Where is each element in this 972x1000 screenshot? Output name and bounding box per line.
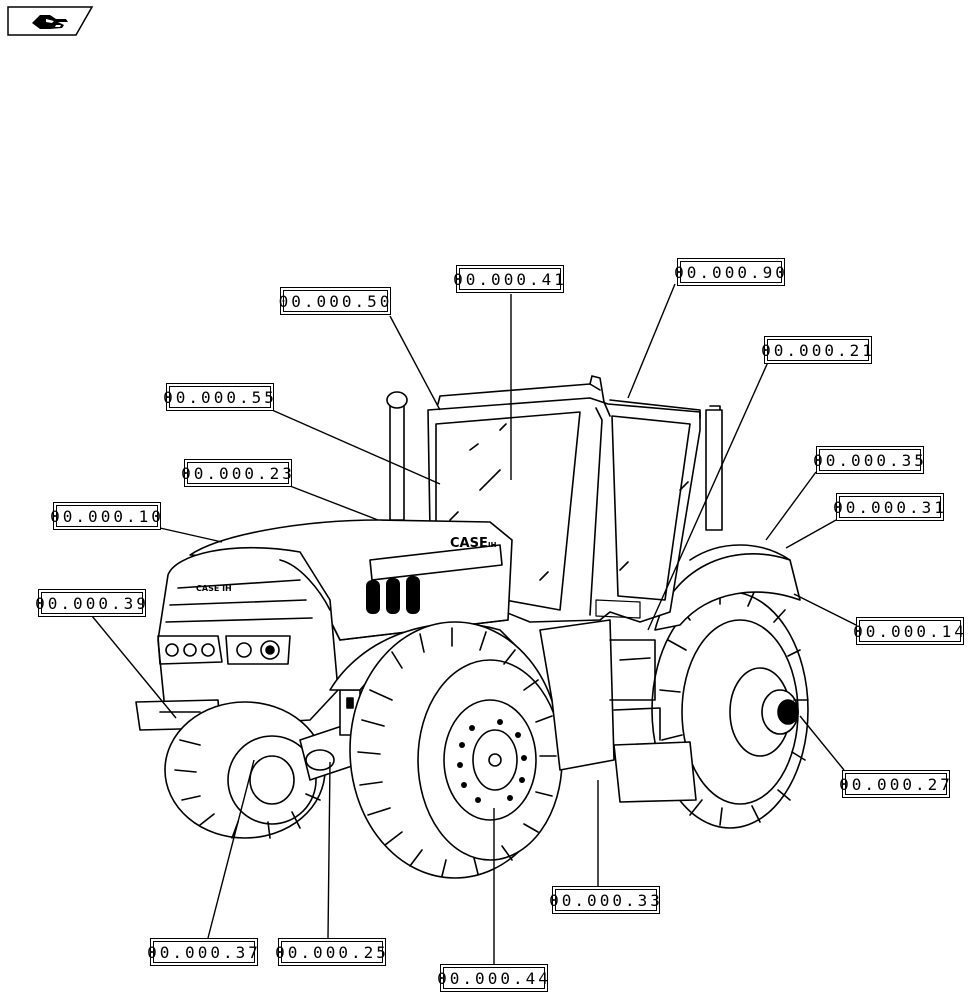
leader-00-000-55 [271,409,441,485]
callout-00-000-90[interactable]: 00.000.90 [674,258,785,286]
svg-text:CASE: CASE [450,536,488,551]
nav-badge[interactable] [6,5,94,37]
svg-text:CASE IH: CASE IH [196,584,232,593]
callout-00-000-23[interactable]: 00.000.23 [181,459,292,487]
callout-00-000-35[interactable]: 00.000.35 [813,446,924,474]
leader-00-000-10 [159,527,223,543]
leader-00-000-39 [91,615,177,719]
hand-pointer-icon [32,15,68,29]
leader-00-000-31 [785,519,837,549]
leader-00-000-35 [765,471,817,541]
leader-00-000-50 [389,315,441,411]
leader-00-000-27 [799,715,845,771]
leader-00-000-90 [627,283,676,399]
svg-text:IH: IH [488,541,497,549]
callout-00-000-10[interactable]: 00.000.10 [50,502,161,530]
callout-00-000-37[interactable]: 00.000.37 [147,938,258,966]
callout-00-000-44[interactable]: 00.000.44 [437,964,548,992]
callout-00-000-41[interactable]: 00.000.41 [453,265,564,293]
leader-00-000-14 [793,593,859,627]
callout-00-000-14[interactable]: 00.000.14 [853,617,964,645]
callout-00-000-25[interactable]: 00.000.25 [275,938,386,966]
callout-00-000-33[interactable]: 00.000.33 [549,886,660,914]
callout-00-000-27[interactable]: 00.000.27 [839,770,950,798]
leader-00-000-23 [289,485,379,521]
callout-00-000-39[interactable]: 00.000.39 [35,589,146,617]
callout-00-000-31[interactable]: 00.000.31 [833,493,944,521]
callout-00-000-55[interactable]: 00.000.55 [163,383,274,411]
callout-00-000-50[interactable]: 00.000.50 [279,287,391,315]
leader-00-000-21 [647,361,769,631]
callout-00-000-21[interactable]: 00.000.21 [761,336,872,364]
leader-00-000-25 [327,761,331,939]
leader-00-000-37 [207,759,255,939]
front-wheel-right [349,621,563,879]
